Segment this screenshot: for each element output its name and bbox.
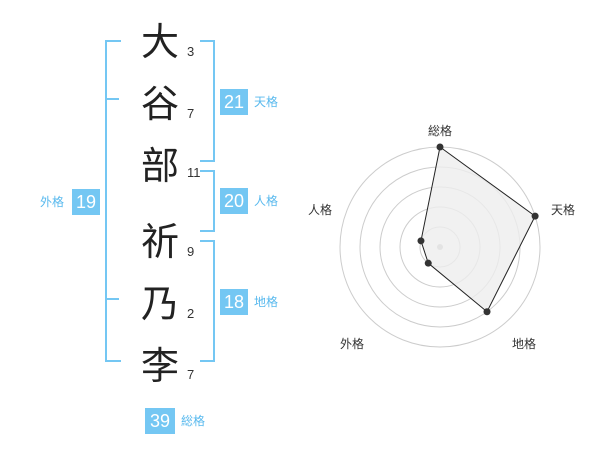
radar-point-4 — [424, 259, 432, 267]
kanji-char-3: 部 — [140, 144, 179, 188]
chikaku-value-badge: 18 — [220, 289, 248, 315]
stroke-count-6: 7 — [187, 367, 195, 382]
jinkaku-bracket — [200, 170, 215, 232]
radar-label-gaikaku: 外格 — [339, 337, 364, 351]
radar-shape — [420, 146, 536, 313]
gaikaku-label: 外格 — [40, 195, 65, 209]
kanji-char-1: 大 — [140, 20, 179, 64]
tenkaku-bracket — [200, 40, 215, 162]
soukaku-label: 総格 — [181, 414, 206, 428]
jinkaku-value-badge: 20 — [220, 188, 248, 214]
soukaku-value-badge: 39 — [145, 408, 175, 434]
jinkaku-label: 人格 — [254, 194, 279, 208]
radar-label-jinkaku: 人格 — [307, 203, 332, 217]
kanji-char-4: 祈 — [140, 220, 179, 264]
stroke-count-5: 2 — [187, 306, 195, 321]
radar-label-soukaku: 総格 — [427, 124, 452, 138]
gaikaku-bracket-mid-tick-1 — [105, 98, 119, 100]
radar-points — [417, 143, 539, 316]
chikaku-bracket — [200, 240, 215, 362]
radar-label-tenkaku: 天格 — [550, 203, 575, 217]
gaikaku-value-badge: 19 — [72, 189, 100, 215]
tenkaku-label: 天格 — [254, 95, 279, 109]
gaikaku-bracket — [105, 40, 121, 362]
stroke-count-1: 3 — [187, 44, 195, 59]
gaikaku-bracket-mid-tick-2 — [105, 298, 119, 300]
stroke-count-3: 11 — [187, 165, 201, 180]
stroke-count-2: 7 — [187, 106, 195, 121]
radar-point-2 — [531, 212, 539, 220]
chikaku-label: 地格 — [254, 295, 279, 309]
radar-score-polygon — [420, 146, 536, 313]
kanji-char-6: 李 — [140, 344, 179, 388]
stroke-count-4: 9 — [187, 244, 195, 259]
radar-point-3 — [483, 308, 491, 316]
tenkaku-value-badge: 21 — [220, 89, 248, 115]
radar-point-5 — [417, 237, 425, 245]
radar-point-1 — [436, 143, 444, 151]
kanji-char-2: 谷 — [140, 82, 179, 126]
kanji-char-5: 乃 — [140, 282, 179, 326]
radar-label-chikaku: 地格 — [511, 337, 536, 351]
